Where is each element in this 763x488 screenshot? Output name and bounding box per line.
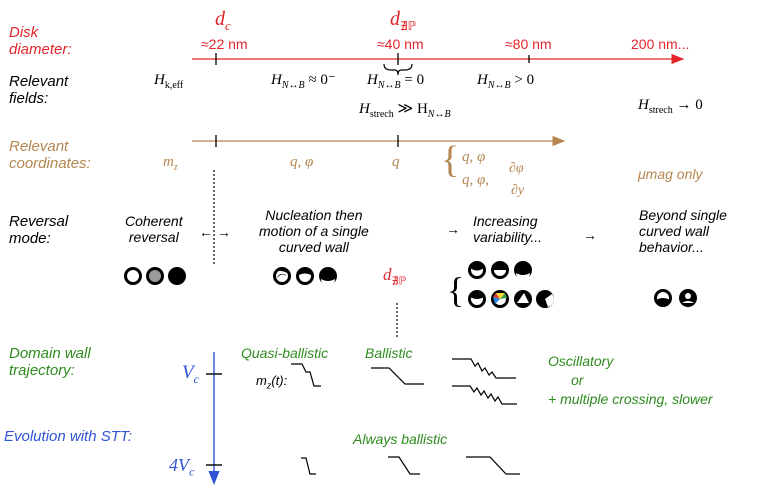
tick-label-200nm: 200 nm... bbox=[631, 36, 690, 52]
row-label-domain-wall-trajectory: Domain wall trajectory: bbox=[9, 345, 91, 380]
traj-multiple-crossing-curve bbox=[452, 385, 517, 405]
traj-quasi-ballistic-curve bbox=[291, 363, 321, 387]
dnp-label: d∄ℙ bbox=[390, 8, 416, 33]
mode-nucleation: Nucleation then motion of a single curve… bbox=[259, 207, 369, 256]
dc-label: dc bbox=[215, 8, 231, 33]
field-h-strech-zero: Hstrech → 0 bbox=[638, 97, 703, 116]
state-nucleation-3-icon bbox=[319, 267, 337, 286]
traj-quasi-ballistic: Quasi-ballistic bbox=[241, 345, 329, 361]
state-variability-b3-icon bbox=[514, 290, 532, 308]
state-nucleation-1-icon bbox=[273, 267, 291, 285]
h-nb-zero-brace bbox=[383, 63, 413, 76]
state-variability-a3-icon bbox=[514, 261, 532, 280]
state-variability-a1-icon bbox=[468, 261, 486, 279]
state-variability-b1-icon bbox=[468, 290, 486, 308]
coord-dphi: ∂φ bbox=[509, 161, 524, 176]
mode-coherent-reversal: Coherent reversal bbox=[125, 213, 183, 246]
state-variability-a2-icon bbox=[491, 261, 509, 279]
traj-or: or bbox=[571, 372, 584, 388]
coord-mz: mz bbox=[163, 154, 178, 173]
field-h-strech-dominant: Hstrech ≫ HN↔B bbox=[359, 101, 451, 120]
mzt-label: mz(t): bbox=[256, 373, 288, 391]
traj-ballistic-curve bbox=[371, 367, 424, 385]
coord-q: q bbox=[392, 154, 400, 170]
state-variability-b4-icon bbox=[536, 290, 554, 308]
field-h-nb-zero: HN↔B = 0 bbox=[367, 72, 425, 91]
tick-label-80nm: ≈80 nm bbox=[505, 36, 552, 52]
row-label-disk-diameter: Disk diameter: bbox=[9, 24, 72, 59]
stt-curve-3 bbox=[466, 456, 520, 475]
tick-label-22nm: ≈22 nm bbox=[201, 36, 248, 52]
state-white-disk-icon bbox=[124, 267, 142, 285]
coord-dy: ∂y bbox=[511, 183, 525, 198]
mode-increasing-variability: Increasing variability... bbox=[473, 213, 542, 246]
row-label-relevant-fields: Relevant fields: bbox=[9, 73, 69, 108]
row-label-reversal-mode: Reversal mode: bbox=[9, 213, 69, 248]
field-h-nb-positive: HN↔B > 0 bbox=[477, 72, 535, 91]
state-nucleation-2-icon bbox=[296, 267, 314, 285]
state-black-disk-icon bbox=[168, 267, 186, 285]
row-label-evolution-with-stt: Evolution with STT: bbox=[4, 428, 133, 445]
traj-multiple-crossing: + multiple crossing, slower bbox=[548, 391, 713, 407]
tick-label-40nm: ≈40 nm bbox=[377, 36, 424, 52]
variability-brace: { bbox=[447, 270, 465, 310]
traj-oscillatory-curve bbox=[452, 358, 516, 379]
coord-umag-only: μmag only bbox=[638, 166, 703, 182]
state-beyond-2-icon bbox=[679, 289, 697, 307]
vc-label: Vc bbox=[182, 362, 199, 386]
coord-q-phi: q, φ bbox=[290, 154, 314, 170]
mode-arrows-left-right: ← → bbox=[199, 224, 231, 240]
field-h-keff: Hk,eff bbox=[154, 72, 184, 91]
state-beyond-1-icon bbox=[654, 289, 672, 307]
traj-ballistic: Ballistic bbox=[365, 345, 413, 361]
stt-curve-1 bbox=[301, 457, 316, 475]
dnp-label-mode: d∄ℙ bbox=[383, 265, 407, 288]
field-h-nb-approx: HN↔B ≈ 0⁻ bbox=[271, 72, 336, 91]
stt-curve-2 bbox=[388, 456, 420, 475]
traj-oscillatory: Oscillatory bbox=[548, 353, 614, 369]
mode-arrow-right-1: → bbox=[446, 221, 460, 237]
coord-brace-line1: q, φ bbox=[462, 149, 486, 165]
coord-brace-line2: q, φ, bbox=[462, 172, 490, 188]
state-gray-disk-icon bbox=[146, 267, 164, 285]
state-variability-rainbow-icon bbox=[491, 290, 509, 308]
mode-arrow-right-2: → bbox=[583, 227, 597, 243]
mode-beyond-single-wall: Beyond single curved wall behavior... bbox=[639, 207, 727, 256]
v4c-label: 4Vc bbox=[169, 455, 195, 479]
row-label-relevant-coordinates: Relevant coordinates: bbox=[9, 138, 91, 173]
coord-brace: { bbox=[441, 139, 460, 181]
stt-always-ballistic: Always ballistic bbox=[353, 431, 448, 447]
